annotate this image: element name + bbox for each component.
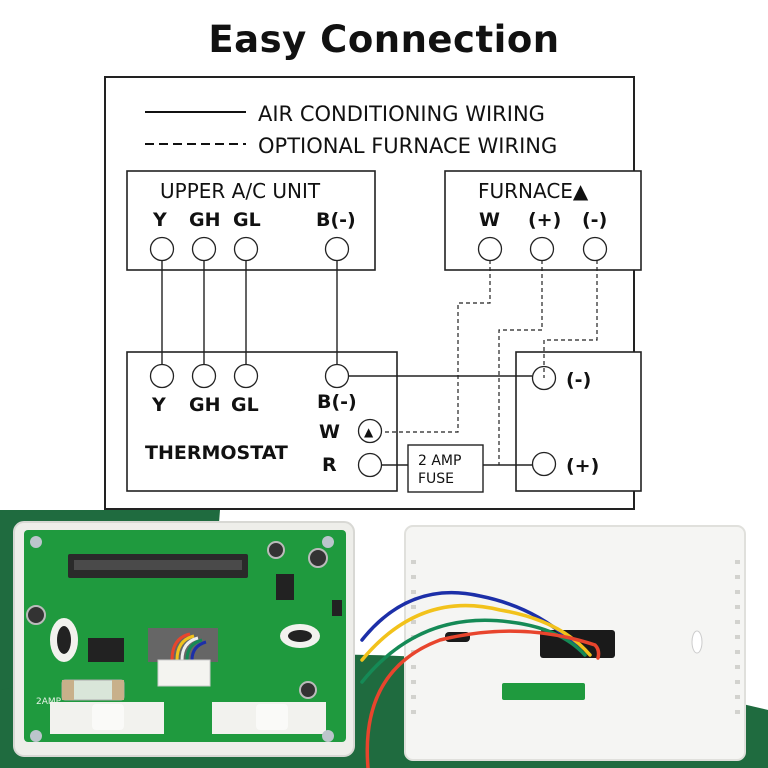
wire-furnace-plus [498,260,543,465]
thermostat-terminal-gl [233,363,259,389]
ac-terminal-label-gh: GH [189,209,221,231]
fuse: 2 AMP FUSE [407,444,484,493]
wire-yellow [360,603,592,662]
thermostat-pcb: 2AMP [13,521,355,757]
wire-furnace-w [381,260,491,433]
wiring-diagram: AIR CONDITIONING WIRING OPTIONAL FURNACE… [104,76,642,510]
furnace-terminal-label-minus: (-) [582,209,607,231]
screw-bottom-right [322,730,334,742]
relay-k1 [88,638,124,662]
thermostat-terminal-r [357,452,383,478]
furnace: FURNACE▲ W (+) (-) [444,170,642,271]
furnace-terminal-minus [582,236,608,262]
fuse-label-line1: 2 AMP [418,453,461,469]
capacitor-c6 [267,541,285,559]
ac-terminal-y [149,236,175,262]
thermostat-terminal-label-y: Y [151,394,166,416]
legend: AIR CONDITIONING WIRING OPTIONAL FURNACE… [145,102,557,158]
pcb-fuse-label: 2AMP [36,697,62,707]
ac-wires [161,260,532,466]
thermostat-terminal-label-b: B(-) [317,391,357,413]
chip-u1 [276,574,294,600]
wire-furnace-minus [543,260,598,378]
power-terminal-plus [531,451,557,477]
capacitor-c5 [299,681,317,699]
wire-connector [157,659,211,687]
thermostat-terminal-w [357,418,383,444]
thermostat-terminal-gh [191,363,217,389]
screw-top-right [322,536,334,548]
furnace-terminal-label-w: W [479,209,500,231]
thermostat-terminal-label-r: R [322,454,337,476]
thermostat-terminal-b [324,363,350,389]
ac-terminal-label-y: Y [152,209,167,231]
screw-bottom-left [30,730,42,742]
page-title: Easy Connection [208,18,560,61]
thermostat-terminal-y [149,363,175,389]
capacitor-c7 [308,548,328,568]
fuse-label-line2: FUSE [418,471,454,487]
shunt-p1 [332,600,342,616]
ribbon-wires [170,632,207,661]
wire-red [365,629,601,768]
legend-solid-label: AIR CONDITIONING WIRING [258,102,545,126]
furnace-terminal-w [477,236,503,262]
upper-ac-unit: UPPER A/C UNIT Y GH GL B(-) [126,170,376,271]
thermostat-w-marker-icon: ▲ [364,425,374,439]
furnace-terminal-plus [529,236,555,262]
power-supply: (-) (+) [515,351,642,492]
thermostat-terminal-label-gh: GH [189,394,221,416]
power-terminal-label-minus: (-) [566,369,591,391]
back-mounting-slot [691,630,703,654]
ac-terminal-gh [191,236,217,262]
ac-terminal-b [324,236,350,262]
screw-top-left [30,536,42,548]
ac-terminal-gl [233,236,259,262]
thermostat-terminal-label-w: W [319,421,340,443]
furnace-wires [381,260,598,465]
product-photo: 2AMP [0,510,768,768]
vent-slots-right [735,560,740,714]
ac-terminal-label-b: B(-) [316,209,356,231]
capacitor-c1 [26,605,46,625]
thermostat-terminal-label-gl: GL [231,394,259,416]
thermostat: Y GH GL B(-) W R ▲ THERMOSTAT [126,351,398,492]
thermostat-label: THERMOSTAT [145,442,288,464]
upper-ac-unit-label: UPPER A/C UNIT [160,179,321,203]
colored-wires [360,591,601,768]
furnace-label: FURNACE▲ [478,179,589,203]
back-pcb-window [502,683,585,700]
power-terminal-label-plus: (+) [566,455,599,477]
legend-dashed-label: OPTIONAL FURNACE WIRING [258,134,557,158]
furnace-terminal-label-plus: (+) [528,209,561,231]
ac-terminal-label-gl: GL [233,209,261,231]
